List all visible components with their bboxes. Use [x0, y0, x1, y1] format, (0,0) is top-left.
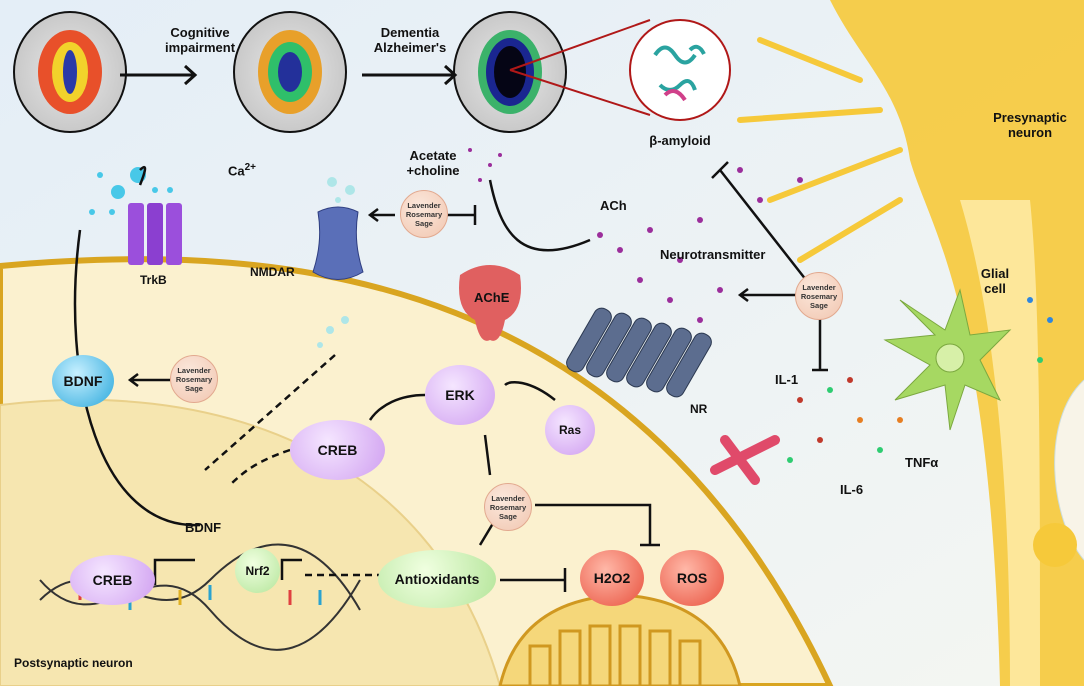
neurotransmitter-dots: [468, 148, 803, 323]
label-il1: IL-1: [775, 372, 799, 387]
herb-name-text: Rosemary: [405, 209, 443, 219]
glial-cell: [883, 288, 1012, 431]
label-ache: AChE: [474, 290, 510, 305]
label-calcium: Ca2+: [228, 160, 256, 178]
herb-name-text: Rosemary: [489, 502, 527, 512]
antioxidants-molecule: Antioxidants: [378, 550, 496, 608]
glial-text: Glial: [980, 266, 1010, 281]
label-postsynaptic-neuron: Postsynaptic neuron: [14, 656, 133, 670]
nr-receptor: [566, 307, 712, 398]
brain-scan-alzheimers: [453, 11, 567, 133]
brain-scan-healthy: [13, 11, 127, 133]
progression-arrows: [120, 64, 458, 86]
herb-name-text: Lavender: [802, 282, 836, 292]
erk-molecule: ERK: [425, 365, 495, 425]
herb-name-text: Sage: [185, 383, 203, 393]
label-beta-amyloid: β-amyloid: [649, 133, 711, 148]
herb-name-text: Rosemary: [800, 291, 838, 301]
acetate-text: Acetate: [409, 148, 457, 163]
bdnf-particles: [89, 167, 173, 215]
label-trkb: TrkB: [140, 273, 167, 287]
herb-name-text: Lavender: [491, 493, 525, 503]
ros-molecule: ROS: [660, 550, 724, 606]
herb-name-text: Sage: [810, 300, 828, 310]
alzheimers-text: Alzheimer's: [373, 40, 447, 55]
calcium-particles: [317, 177, 355, 348]
label-cognitive-impairment: Cognitive impairment: [164, 25, 236, 55]
ca-charge: 2+: [244, 162, 257, 173]
neuron-text: neuron: [1007, 125, 1053, 140]
herb-name-text: Rosemary: [175, 374, 213, 384]
label-tnfa: TNFα: [905, 455, 939, 470]
nmdar-channel: [312, 206, 364, 280]
ache-enzyme: [459, 265, 521, 341]
dashed-arrows: [204, 354, 400, 577]
h2o2-molecule: H2O2: [580, 550, 644, 606]
label-nmdar: NMDAR: [250, 265, 295, 279]
herb-name-text: Lavender: [177, 365, 211, 375]
label-bdnf-gene: BDNF: [185, 520, 222, 535]
dementia-text: Dementia: [380, 25, 440, 40]
nrf2-molecule: Nrf2: [235, 548, 280, 593]
creb-dna-molecule: CREB: [70, 555, 155, 605]
ras-molecule: Ras: [545, 405, 595, 455]
cell-text: cell: [984, 281, 1006, 296]
label-acetate-choline: Acetate+choline: [398, 148, 468, 178]
brain-scan-impaired: [233, 11, 347, 133]
ca-text: Ca: [228, 163, 245, 179]
herb-name-text: Sage: [499, 511, 517, 521]
amyloid-inset: [629, 19, 731, 121]
choline-text: +choline: [406, 163, 460, 178]
cytokine-receptor: [710, 435, 780, 485]
bdnf-molecule: BDNF: [52, 355, 114, 407]
label-nr: NR: [690, 402, 708, 416]
trkb-receptor: [128, 203, 182, 265]
label-il6: IL-6: [840, 482, 864, 497]
label-neurotransmitter: Neurotransmitter: [660, 247, 766, 262]
cytokine-dots: [787, 297, 1053, 463]
herb-name-text: Lavender: [407, 200, 441, 210]
zoom-lines: [509, 19, 651, 116]
creb-molecule: CREB: [290, 420, 385, 480]
presynaptic-text: Presynaptic: [993, 110, 1067, 125]
pathway-arrows: [73, 161, 828, 592]
label-ach: ACh: [600, 198, 627, 213]
herb-name-text: Sage: [415, 218, 433, 228]
presynaptic-neuron: [737, 0, 1084, 686]
